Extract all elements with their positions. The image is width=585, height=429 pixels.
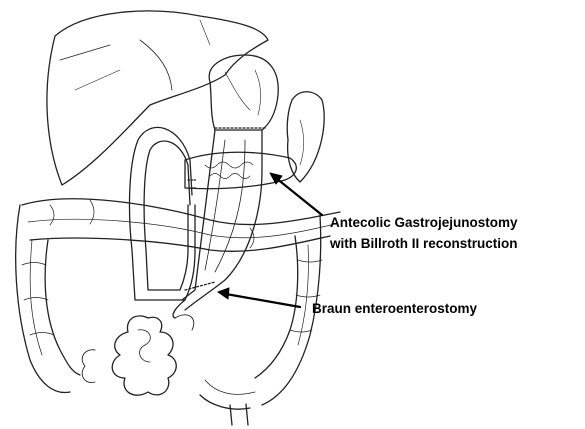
small-bowel (82, 300, 194, 395)
braun-leader-arrow (218, 288, 300, 307)
rectum (200, 380, 255, 425)
pancreas (185, 152, 296, 188)
braun-enteroenterostomy-label: Braun enteroenterostomy (312, 299, 477, 319)
gastrojejunostomy-label-line2: with Billroth II reconstruction (330, 234, 518, 254)
transverse-colon (22, 199, 340, 252)
gj-leader-arrow (270, 173, 322, 215)
liver (47, 11, 268, 185)
gastrojejunostomy-label-line1: Antecolic Gastrojejunostomy (330, 213, 518, 233)
spleen (287, 92, 324, 182)
gastric-remnant (209, 55, 278, 130)
ascending-colon (16, 205, 80, 393)
